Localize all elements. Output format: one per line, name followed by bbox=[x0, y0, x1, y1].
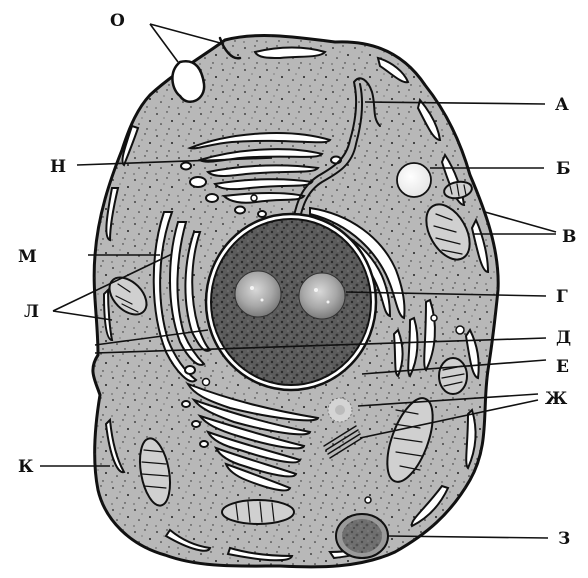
label-B: Б bbox=[556, 159, 571, 179]
label-G: Г bbox=[556, 287, 568, 307]
label-Zh: Ж bbox=[545, 389, 568, 409]
nucleus bbox=[206, 214, 376, 390]
label-D: Д bbox=[556, 328, 571, 348]
label-V: В bbox=[562, 227, 576, 247]
mitochondrion bbox=[439, 358, 467, 394]
mitochondrion bbox=[222, 500, 294, 524]
label-M: М bbox=[18, 247, 37, 267]
lysosome bbox=[336, 514, 388, 558]
label-L: Л bbox=[24, 302, 39, 322]
label-O: О bbox=[110, 11, 125, 31]
label-E: Е bbox=[556, 357, 569, 377]
vacuole bbox=[397, 163, 431, 197]
label-K: К bbox=[18, 457, 34, 477]
label-A: А bbox=[555, 95, 569, 115]
label-N: Н bbox=[50, 157, 66, 177]
label-Z: З bbox=[558, 529, 570, 549]
